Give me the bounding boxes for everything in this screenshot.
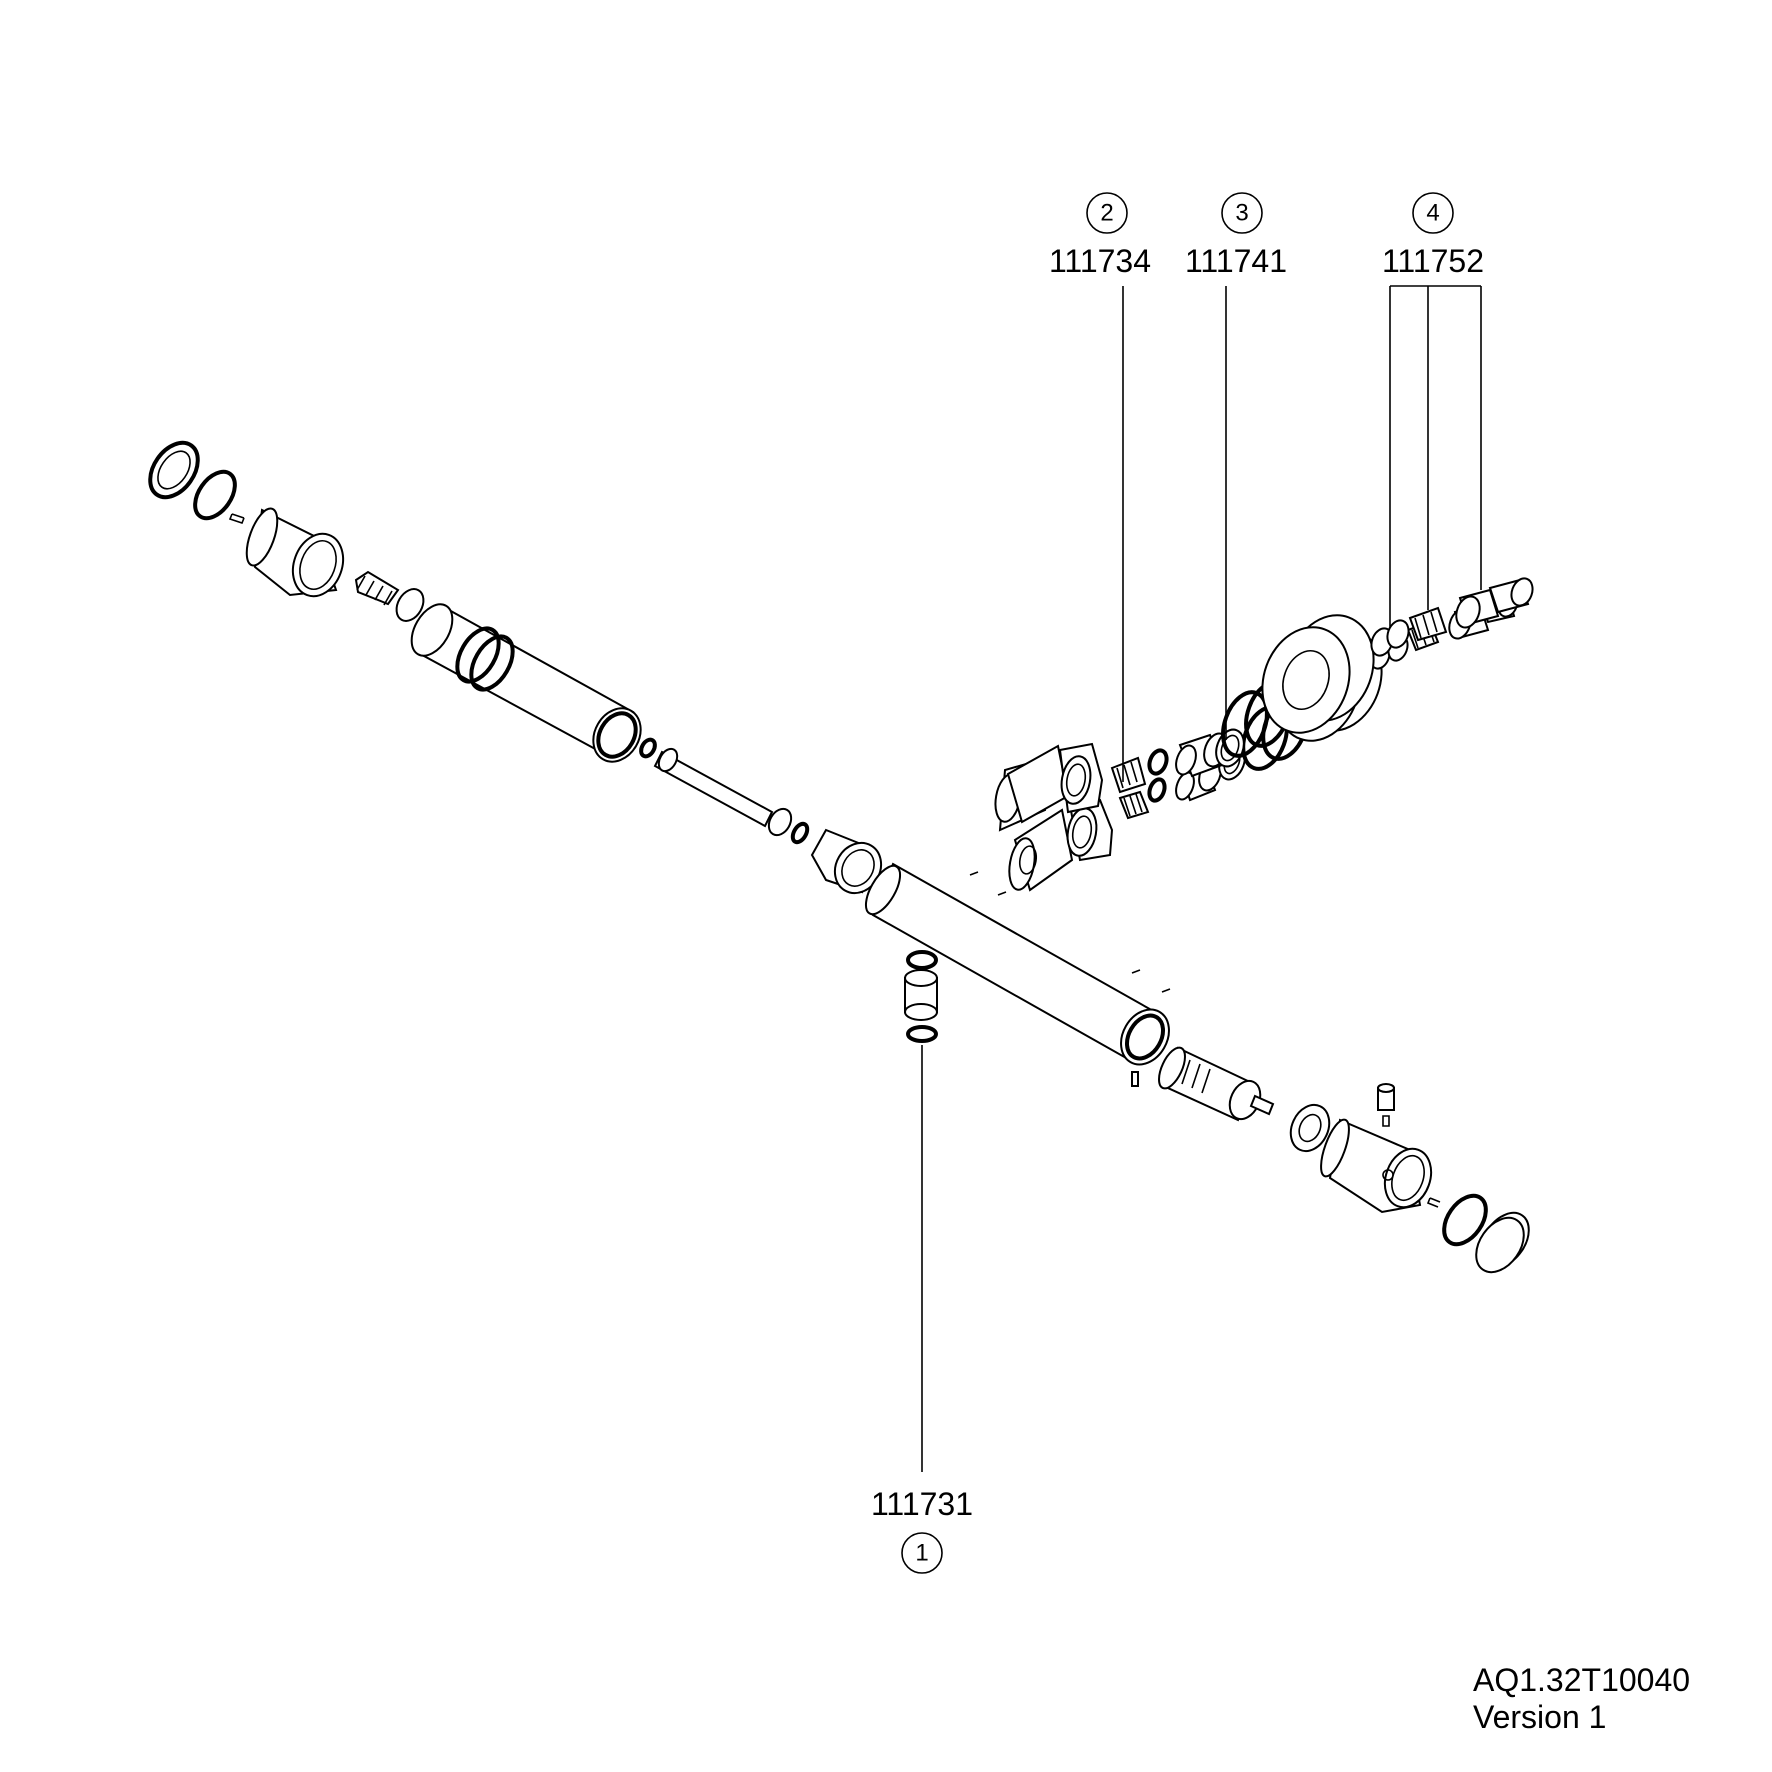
main-body-tube [864, 862, 1171, 1087]
left-cap-assembly [148, 440, 245, 524]
right-cartridge [1158, 1046, 1275, 1122]
callout-3-index: 3 [1235, 200, 1248, 227]
left-spindle [354, 570, 425, 622]
top-cover-ring [1261, 614, 1375, 734]
callout-2-part-number: 111734 [1049, 243, 1151, 279]
callout-4-index: 4 [1426, 200, 1439, 227]
callout-3-part-number: 111741 [1185, 243, 1287, 279]
callout-4-circle [1412, 192, 1454, 234]
right-grub-screw [1377, 1083, 1395, 1127]
callout-1-circle [901, 1532, 943, 1574]
bottom-check-valve [904, 950, 938, 1043]
callout-2-circle [1086, 192, 1128, 234]
leader-lines [921, 285, 1482, 1472]
callout-1-part-number: 111731 [871, 1486, 973, 1522]
right-handle-sleeve [1320, 1118, 1433, 1214]
callout-1: 111731 1 [871, 1486, 973, 1574]
left-handle-sleeve [245, 507, 345, 598]
document-reference: AQ1.32T10040 [1473, 1662, 1691, 1698]
upper-inlet-cone [1008, 808, 1074, 892]
left-shaft [639, 737, 810, 845]
top-oring-small [1147, 748, 1169, 776]
right-cap-assembly [1426, 1193, 1530, 1274]
upper-strainer [1118, 790, 1150, 820]
document-version: Version 1 [1473, 1699, 1607, 1735]
right-adapter [1289, 1103, 1349, 1153]
callout-4-part-number: 111752 [1382, 243, 1484, 279]
callout-4: 4 111752 [1382, 192, 1484, 279]
callout-2: 2 111734 [1049, 192, 1151, 279]
top-inlet-nut [1058, 742, 1104, 814]
left-connector [810, 828, 883, 895]
callout-2-index: 2 [1100, 200, 1113, 227]
top-strainer [1110, 756, 1147, 794]
callout-3: 3 111741 [1185, 192, 1287, 279]
top-connector-set [1370, 577, 1534, 657]
upper-oring-small [1147, 777, 1167, 803]
callout-3-circle [1221, 192, 1263, 234]
callout-1-index: 1 [915, 1540, 928, 1567]
left-cartridge-body [410, 603, 642, 763]
